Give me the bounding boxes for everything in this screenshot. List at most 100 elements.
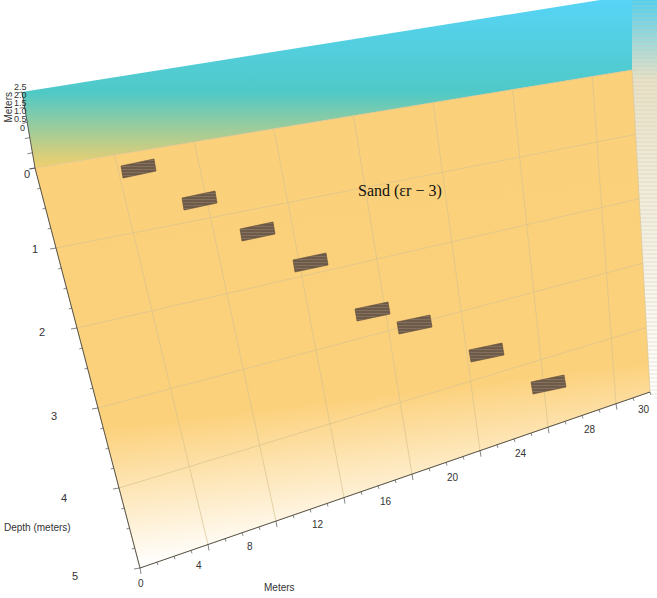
tick xyxy=(446,462,447,465)
axis-title: Meters xyxy=(3,92,14,123)
tick xyxy=(616,404,617,410)
axis-title: Meters xyxy=(264,582,295,593)
tick xyxy=(64,288,67,289)
tick xyxy=(106,448,109,449)
tick xyxy=(327,503,328,506)
grid-line xyxy=(77,199,639,328)
tick xyxy=(565,421,566,424)
tick xyxy=(134,568,140,569)
buried-object xyxy=(469,343,504,362)
axis-title: Depth (meters) xyxy=(4,522,71,533)
tick-label: 1 xyxy=(32,243,38,255)
tick-label: 5 xyxy=(72,570,78,582)
tick xyxy=(429,468,430,471)
buried-object xyxy=(121,159,156,178)
tick xyxy=(412,474,413,480)
grid-line xyxy=(98,263,643,408)
tick xyxy=(191,550,192,553)
tick xyxy=(242,533,243,536)
tick xyxy=(140,568,141,574)
tick xyxy=(497,445,498,448)
buried-object xyxy=(182,191,217,210)
tick xyxy=(259,527,260,530)
tick xyxy=(633,398,634,401)
grid-line xyxy=(35,70,632,168)
buried-object xyxy=(240,222,275,241)
tick xyxy=(582,415,583,418)
tick-label: 3 xyxy=(51,410,57,422)
tick-label: 0 xyxy=(20,124,25,134)
tick xyxy=(132,548,135,549)
tick xyxy=(208,545,209,551)
grid-lines xyxy=(35,70,650,568)
tick xyxy=(121,508,124,509)
grid-line xyxy=(433,103,480,451)
tick xyxy=(599,410,600,413)
grid-line xyxy=(592,77,616,404)
tick xyxy=(30,168,35,169)
tick-marks xyxy=(17,92,651,574)
tick xyxy=(85,368,88,369)
material-label: Sand (εr − 3) xyxy=(358,182,442,200)
axes xyxy=(22,92,650,568)
buried-objects xyxy=(121,159,566,394)
buried-object xyxy=(531,375,566,394)
tick xyxy=(113,488,119,489)
tick xyxy=(174,556,175,559)
tick xyxy=(293,515,294,518)
tick xyxy=(344,498,345,504)
buried-object xyxy=(355,302,390,321)
tick-label: 8 xyxy=(247,541,253,552)
tick xyxy=(548,427,549,433)
tick xyxy=(127,528,130,529)
buried-object xyxy=(293,253,328,272)
sand-region xyxy=(35,70,650,568)
tick xyxy=(58,268,61,269)
tick xyxy=(111,468,114,469)
tick xyxy=(395,480,396,483)
buried-object xyxy=(397,315,432,334)
grid-line xyxy=(513,90,548,428)
tick-label: 0 xyxy=(24,168,30,180)
tick xyxy=(25,138,30,139)
grid-line xyxy=(274,129,344,498)
grid-line xyxy=(353,116,412,474)
tick-label: 16 xyxy=(380,496,391,507)
tick xyxy=(514,439,515,442)
depth-axis xyxy=(22,92,140,568)
tick-label: 24 xyxy=(515,448,526,459)
grid-line xyxy=(56,134,636,248)
tick xyxy=(276,521,277,527)
tick xyxy=(225,539,226,542)
tick xyxy=(79,348,82,349)
tick-label: 28 xyxy=(584,424,595,435)
tick xyxy=(157,562,158,565)
tick xyxy=(463,457,464,460)
tick xyxy=(310,509,311,512)
tick xyxy=(43,208,46,209)
tick xyxy=(378,486,379,489)
meters-axis xyxy=(140,392,650,568)
tick xyxy=(650,392,651,395)
tick-label: 20 xyxy=(447,472,458,483)
grid-line xyxy=(140,392,650,568)
tick-label: 4 xyxy=(61,492,67,504)
tick xyxy=(69,308,72,309)
tick xyxy=(100,428,103,429)
tick xyxy=(27,153,32,154)
grid-line xyxy=(119,328,646,488)
tick xyxy=(90,388,93,389)
tick xyxy=(71,328,77,329)
grid-line xyxy=(35,168,140,568)
tick-label: 2 xyxy=(39,326,45,338)
tick xyxy=(531,433,532,436)
tick xyxy=(480,451,481,457)
tick-label: 30 xyxy=(638,404,649,415)
tick xyxy=(92,408,98,409)
tick xyxy=(361,492,362,495)
grid-line xyxy=(115,155,208,545)
tick xyxy=(37,188,40,189)
tick-label: 12 xyxy=(312,519,323,530)
